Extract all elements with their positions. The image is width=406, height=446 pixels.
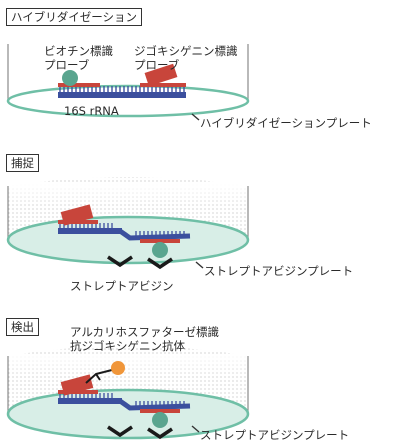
capture-panel bbox=[6, 177, 250, 270]
hybridization-title: ハイブリダイゼーション bbox=[6, 8, 143, 26]
streptavidin-mark bbox=[107, 425, 133, 438]
biotin-probe bbox=[58, 70, 100, 87]
dig-probe-label-line1: ジゴキシゲニン標識 bbox=[134, 44, 238, 58]
streptavidin-mark bbox=[147, 427, 173, 440]
rrna-strand bbox=[58, 393, 191, 411]
plate-label-pointer bbox=[195, 261, 204, 269]
detection-panel bbox=[6, 346, 250, 440]
capture-plate-label: ストレプトアビジンプレート bbox=[204, 264, 354, 278]
plate-label-pointer bbox=[191, 113, 200, 121]
dig-probe bbox=[58, 374, 98, 396]
biotin-probe-label-line1: ビオチン標識 bbox=[44, 44, 113, 58]
dig-probe bbox=[140, 63, 186, 87]
dig-probe bbox=[58, 204, 98, 226]
streptavidin-mark bbox=[107, 255, 133, 268]
hybridization-plate-label: ハイブリダイゼーションプレート bbox=[200, 116, 372, 130]
capture-title: 捕捉 bbox=[6, 154, 39, 172]
ap-antibody-label-line1: アルカリホスファターゼ標識 bbox=[70, 325, 220, 339]
biotin-probe bbox=[140, 409, 180, 428]
biotin-probe-label-line2: プローブ bbox=[44, 58, 90, 72]
streptavidin-mark bbox=[147, 257, 173, 270]
hybridization-panel bbox=[6, 44, 250, 121]
detection-plate-label: ストレプトアビジンプレート bbox=[200, 428, 350, 442]
detection-title: 検出 bbox=[6, 318, 39, 336]
ap-antibody-label-line2: 抗ジゴキシゲニン抗体 bbox=[70, 339, 185, 353]
plate-bottom-ellipse bbox=[6, 215, 250, 265]
alkaline-phosphatase-mark bbox=[111, 361, 125, 375]
biotin-probe bbox=[140, 239, 180, 258]
plate-label-pointer bbox=[191, 425, 200, 433]
streptavidin-label: ストレプトアビジン bbox=[70, 279, 174, 293]
anti-dig-antibody bbox=[85, 369, 113, 384]
rrna-label: 16S rRNA bbox=[64, 104, 119, 118]
dig-probe-label-line2: プローブ bbox=[134, 58, 180, 72]
